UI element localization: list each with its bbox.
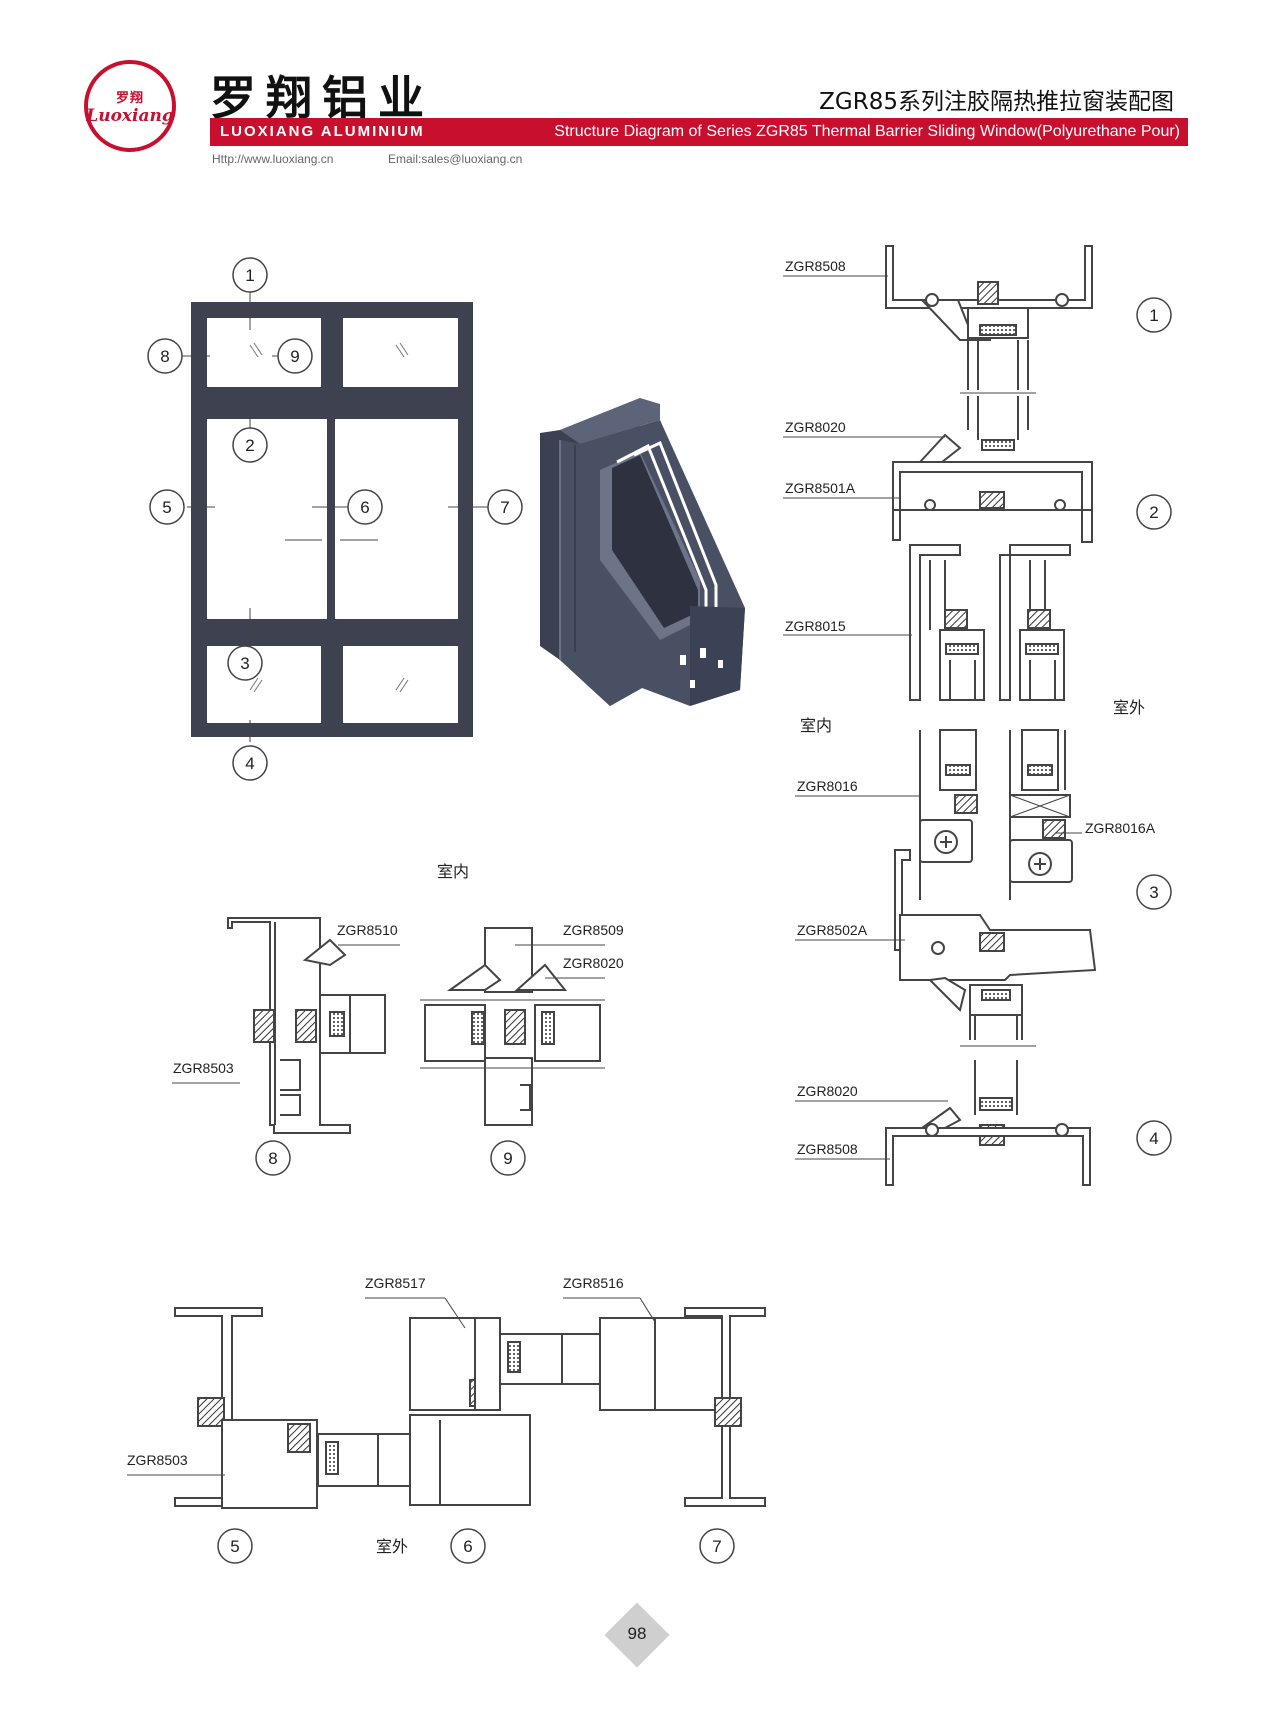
part-label-zgr8502a: ZGR8502A xyxy=(797,922,868,938)
leader-lines-bottom xyxy=(127,1297,656,1476)
indoor-label: 室内 xyxy=(437,862,470,881)
callout-mid-9 xyxy=(490,1140,526,1176)
part-label-zgr8517: ZGR8517 xyxy=(365,1275,426,1291)
part-label-zgr8508: ZGR8508 xyxy=(797,1141,858,1157)
callout-number: 1 xyxy=(245,266,255,285)
page-title-cn: ZGR85系列注胶隔热推拉窗装配图 xyxy=(819,89,1174,115)
page-number: 98 xyxy=(627,1624,647,1643)
callout-number: 4 xyxy=(245,754,255,773)
callout-number: 2 xyxy=(245,436,255,455)
part-label-zgr8510: ZGR8510 xyxy=(337,922,398,938)
part-label-zgr8508: ZGR8508 xyxy=(785,258,846,274)
part-label-zgr8016: ZGR8016 xyxy=(797,778,858,794)
callout-number: 8 xyxy=(268,1149,278,1168)
callout-number: 9 xyxy=(290,347,300,366)
callout-8 xyxy=(147,338,183,374)
part-label-zgr8516: ZGR8516 xyxy=(563,1275,624,1291)
vertical-section-drawing xyxy=(885,245,1097,1186)
callout-right-3 xyxy=(1136,874,1172,910)
bottom-section-drawing xyxy=(174,1307,766,1509)
callout-bottom-5 xyxy=(217,1528,253,1564)
callout-3 xyxy=(227,645,263,681)
callout-number: 4 xyxy=(1149,1129,1159,1148)
window-elevation xyxy=(182,290,488,742)
part-label-zgr8015: ZGR8015 xyxy=(785,618,846,634)
callout-number: 1 xyxy=(1149,306,1159,325)
part-label-zgr8016a: ZGR8016A xyxy=(1085,820,1156,836)
brand-name-en: LUOXIANG ALUMINIUM xyxy=(220,123,425,140)
indoor-label: 室内 xyxy=(800,716,833,735)
part-label-zgr8503: ZGR8503 xyxy=(173,1060,234,1076)
page-title-en: Structure Diagram of Series ZGR85 Therma… xyxy=(554,123,1180,140)
brand-name-cn: 罗翔铝业 xyxy=(210,71,434,125)
callout-number: 6 xyxy=(463,1537,473,1556)
leader-lines-mid xyxy=(172,944,605,1084)
callout-number: 3 xyxy=(1149,883,1159,902)
part-label-zgr8020: ZGR8020 xyxy=(563,955,624,971)
mid-section-drawing xyxy=(227,917,605,1134)
callout-9 xyxy=(277,338,313,374)
callout-number: 5 xyxy=(162,498,172,517)
company-logo: 罗翔 Luoxiang xyxy=(84,60,176,152)
email-link[interactable]: Email:sales@luoxiang.cn xyxy=(388,152,523,166)
callout-number: 9 xyxy=(503,1149,513,1168)
callout-2 xyxy=(232,427,268,463)
callout-number: 8 xyxy=(160,347,170,366)
callout-right-2 xyxy=(1136,494,1172,530)
callout-number: 7 xyxy=(500,498,510,517)
website-link[interactable]: Http://www.luoxiang.cn xyxy=(212,152,334,166)
part-label-zgr8020: ZGR8020 xyxy=(797,1083,858,1099)
callout-number: 7 xyxy=(712,1537,722,1556)
callout-right-1 xyxy=(1136,297,1172,333)
part-label-zgr8020: ZGR8020 xyxy=(785,419,846,435)
profile-3d-render xyxy=(540,398,745,706)
outdoor-label: 室外 xyxy=(376,1537,409,1556)
callout-bottom-6 xyxy=(450,1528,486,1564)
callout-1 xyxy=(232,257,268,293)
logo-text-cn: 罗翔 xyxy=(115,90,144,106)
header-banner: LUOXIANG ALUMINIUM Structure Diagram of … xyxy=(210,118,1188,146)
callout-number: 3 xyxy=(240,654,250,673)
part-label-zgr8503: ZGR8503 xyxy=(127,1452,188,1468)
leader-lines-right xyxy=(783,275,1082,1160)
callout-6 xyxy=(347,489,383,525)
callout-4 xyxy=(232,745,268,781)
callout-mid-8 xyxy=(255,1140,291,1176)
callout-right-4 xyxy=(1136,1120,1172,1156)
part-label-zgr8501a: ZGR8501A xyxy=(785,480,856,496)
callout-7 xyxy=(487,489,523,525)
logo-text-en: Luoxiang xyxy=(86,105,174,126)
callout-bottom-7 xyxy=(699,1528,735,1564)
callout-5 xyxy=(149,489,185,525)
callout-number: 6 xyxy=(360,498,370,517)
part-label-zgr8509: ZGR8509 xyxy=(563,922,624,938)
outdoor-label: 室外 xyxy=(1113,698,1146,717)
callout-circles xyxy=(147,257,1172,1564)
callout-number: 2 xyxy=(1149,503,1159,522)
callout-number: 5 xyxy=(230,1537,240,1556)
